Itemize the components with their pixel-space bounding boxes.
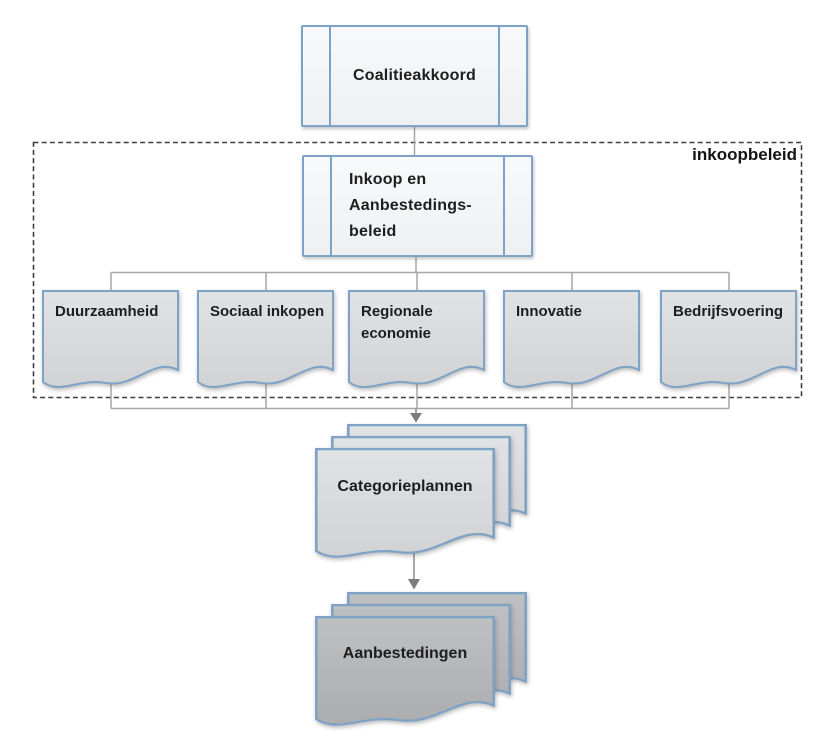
node-label-line: beleid xyxy=(349,223,397,240)
node-coalitieakkoord: Coalitieakkoord xyxy=(301,25,528,127)
process-side-bar xyxy=(498,27,500,125)
node-label: Bedrijfsvoering xyxy=(673,303,784,320)
node-label: Regionale economie xyxy=(361,303,433,342)
process-side-bar xyxy=(329,27,331,125)
node-label: Aanbestedingen xyxy=(342,645,468,662)
arrow-to-categorieplannen xyxy=(410,413,422,423)
process-side-bar xyxy=(330,157,332,255)
document-shape xyxy=(348,290,485,388)
node-label: Categorieplannen xyxy=(337,478,473,495)
inkoopbeleid-region-label: inkoopbeleid xyxy=(692,145,797,164)
node-sociaal-inkopen: Sociaal inkopen xyxy=(197,290,334,390)
node-innovatie: Innovatie xyxy=(503,290,640,390)
document-shape xyxy=(42,290,179,388)
document-shape xyxy=(197,290,334,388)
node-label: Duurzaamheid xyxy=(55,303,159,320)
node-label: Innovatie xyxy=(516,303,582,320)
document-shape xyxy=(660,290,797,388)
stacked-document-shape xyxy=(315,448,495,560)
node-duurzaamheid: Duurzaamheid xyxy=(42,290,179,390)
node-label: Inkoop en Aanbestedings- beleid xyxy=(304,157,531,255)
node-label-line: Aanbestedings- xyxy=(349,197,472,214)
node-label: Sociaal inkopen xyxy=(210,303,325,320)
node-label-line: Inkoop en xyxy=(349,171,427,188)
process-side-bar xyxy=(503,157,505,255)
node-label: Coalitieakkoord xyxy=(352,67,477,84)
node-inkoop-aanbestedingsbeleid: Inkoop en Aanbestedings- beleid xyxy=(302,155,533,257)
node-bedrijfsvoering: Bedrijfsvoering xyxy=(660,290,797,390)
node-regionale-economie: Regionale economie xyxy=(348,290,485,390)
document-shape xyxy=(503,290,640,388)
stacked-document-shape xyxy=(315,616,495,728)
arrow-to-aanbestedingen xyxy=(408,579,420,590)
